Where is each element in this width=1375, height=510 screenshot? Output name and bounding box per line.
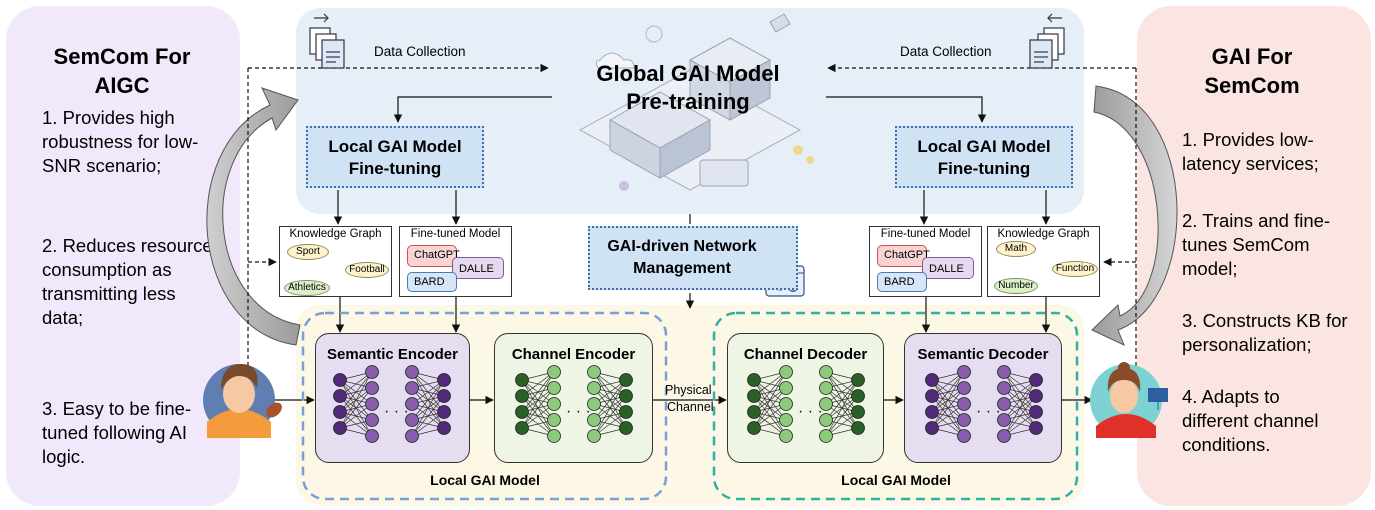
left-item-2: 2. Reduces resource consumption as trans… bbox=[42, 235, 213, 328]
local-finetune-left: Local GAI Model Fine-tuning bbox=[306, 126, 484, 188]
channel-decoder-title: Channel Decoder bbox=[743, 346, 868, 363]
left-kg-title: Knowledge Graph bbox=[289, 228, 382, 240]
local-model-right-label: Local GAI Model bbox=[841, 472, 951, 488]
right-item-4: 4. Adapts to different channel condition… bbox=[1182, 386, 1319, 455]
local-model-left-label: Local GAI Model bbox=[430, 472, 540, 488]
right-item-2: 2. Trains and fine-tunes SemCom model; bbox=[1182, 210, 1331, 279]
model-dalle-left: DALLE bbox=[452, 257, 504, 279]
right-panel bbox=[1137, 6, 1371, 506]
right-ft-title: Fine-tuned Model bbox=[880, 228, 971, 240]
document-icon-right bbox=[1029, 13, 1065, 69]
semantic-decoder-title: Semantic Decoder bbox=[917, 346, 1049, 363]
data-collection-right-label: Data Collection bbox=[900, 44, 992, 59]
left-item-3: 3. Easy to be fine-tuned following AI lo… bbox=[42, 398, 192, 467]
semantic-encoder-title: Semantic Encoder bbox=[327, 346, 458, 363]
local-model-left-boundary bbox=[301, 311, 668, 501]
server-illustration-icon bbox=[578, 13, 814, 191]
local-finetune-right-label: Local GAI Model Fine-tuning bbox=[917, 137, 1051, 178]
model-dalle-right: DALLE bbox=[922, 257, 974, 279]
network-management-box: GAI-driven Network Management bbox=[588, 226, 798, 290]
model-bard-right: BARD bbox=[877, 272, 927, 292]
local-finetune-right: Local GAI Model Fine-tuning bbox=[895, 126, 1073, 188]
right-item-1: 1. Provides low-latency services; bbox=[1182, 129, 1319, 174]
right-item-3: 3. Constructs KB for personalization; bbox=[1182, 310, 1348, 355]
semantic-decoder-module: Semantic Decoder bbox=[904, 333, 1062, 463]
model-chatgpt-right: ChatGPT bbox=[877, 245, 930, 267]
right-curved-arrow-icon bbox=[1091, 85, 1178, 346]
channel-encoder-title: Channel Encoder bbox=[511, 346, 636, 363]
kg-node-math: Math bbox=[996, 241, 1036, 257]
left-curved-arrow-icon bbox=[206, 87, 301, 346]
channel-decoder-module: Channel Decoder bbox=[727, 333, 884, 463]
model-chatgpt-left: ChatGPT bbox=[407, 245, 460, 267]
data-collection-left-label: Data Collection bbox=[374, 44, 466, 59]
left-item-1: 1. Provides high robustness for low-SNR … bbox=[42, 107, 199, 176]
document-icon-left bbox=[309, 13, 345, 69]
local-model-right-boundary bbox=[712, 311, 1079, 501]
left-panel bbox=[6, 6, 240, 506]
kg-node-sport: Sport bbox=[287, 244, 329, 260]
network-management-label: GAI-driven Network Management bbox=[607, 238, 757, 277]
physical-channel-label-2: Channel bbox=[667, 400, 714, 414]
right-panel-title: GAI For SemCom bbox=[1204, 44, 1300, 98]
left-panel-title: SemCom For AIGC bbox=[53, 44, 191, 98]
receiver-avatar-icon bbox=[1090, 362, 1168, 438]
channel-encoder-module: Channel Encoder bbox=[494, 333, 653, 463]
semantic-encoder-module: Semantic Encoder bbox=[315, 333, 470, 463]
global-model-title: Global GAI Model Pre-training bbox=[596, 61, 780, 114]
physical-channel-label-1: Physical bbox=[665, 383, 712, 397]
left-ft-title: Fine-tuned Model bbox=[410, 228, 501, 240]
model-bard-left: BARD bbox=[407, 272, 457, 292]
kg-node-function: Function bbox=[1052, 261, 1098, 277]
right-kg-title: Knowledge Graph bbox=[997, 228, 1090, 240]
kg-node-football: Football bbox=[345, 262, 389, 278]
sender-avatar-icon bbox=[203, 364, 282, 438]
local-finetune-left-label: Local GAI Model Fine-tuning bbox=[328, 137, 462, 178]
kg-node-athletics: Athletics bbox=[284, 280, 330, 296]
kg-node-number: Number bbox=[994, 278, 1038, 294]
